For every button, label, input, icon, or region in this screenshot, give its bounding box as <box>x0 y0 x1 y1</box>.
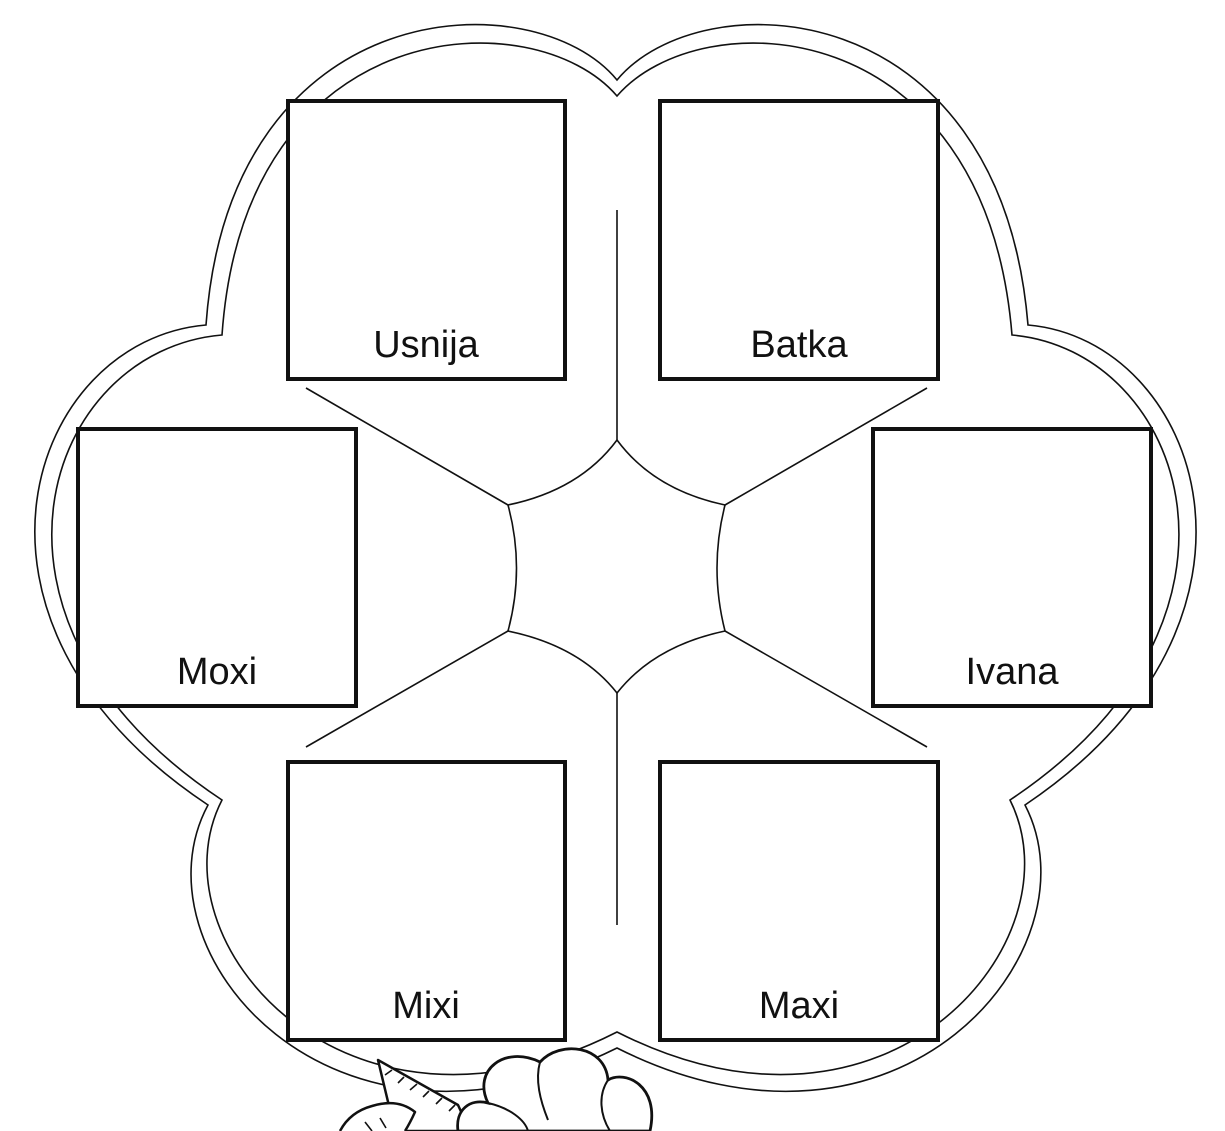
center-arc-top-left <box>508 440 617 505</box>
center-arc-left <box>508 505 517 631</box>
cloud-icon <box>458 1049 652 1131</box>
box-ivana-label: Ivana <box>966 651 1060 693</box>
center-arc-bottom-left <box>508 631 617 693</box>
box-batka-label: Batka <box>750 324 848 366</box>
box-ivana[interactable]: Ivana <box>873 429 1151 706</box>
center-arc-top-right <box>617 440 725 505</box>
box-batka[interactable]: Batka <box>660 101 938 379</box>
center-arc-right <box>717 505 725 631</box>
box-moxi-label: Moxi <box>177 651 257 693</box>
box-mixi-label: Mixi <box>392 985 460 1027</box>
box-maxi[interactable]: Maxi <box>660 762 938 1040</box>
box-usnija-label: Usnija <box>373 324 479 366</box>
box-mixi[interactable]: Mixi <box>288 762 565 1040</box>
center-arc-bottom-right <box>617 631 725 693</box>
box-maxi-label: Maxi <box>759 985 839 1027</box>
box-moxi[interactable]: Moxi <box>78 429 356 706</box>
box-usnija[interactable]: Usnija <box>288 101 565 379</box>
